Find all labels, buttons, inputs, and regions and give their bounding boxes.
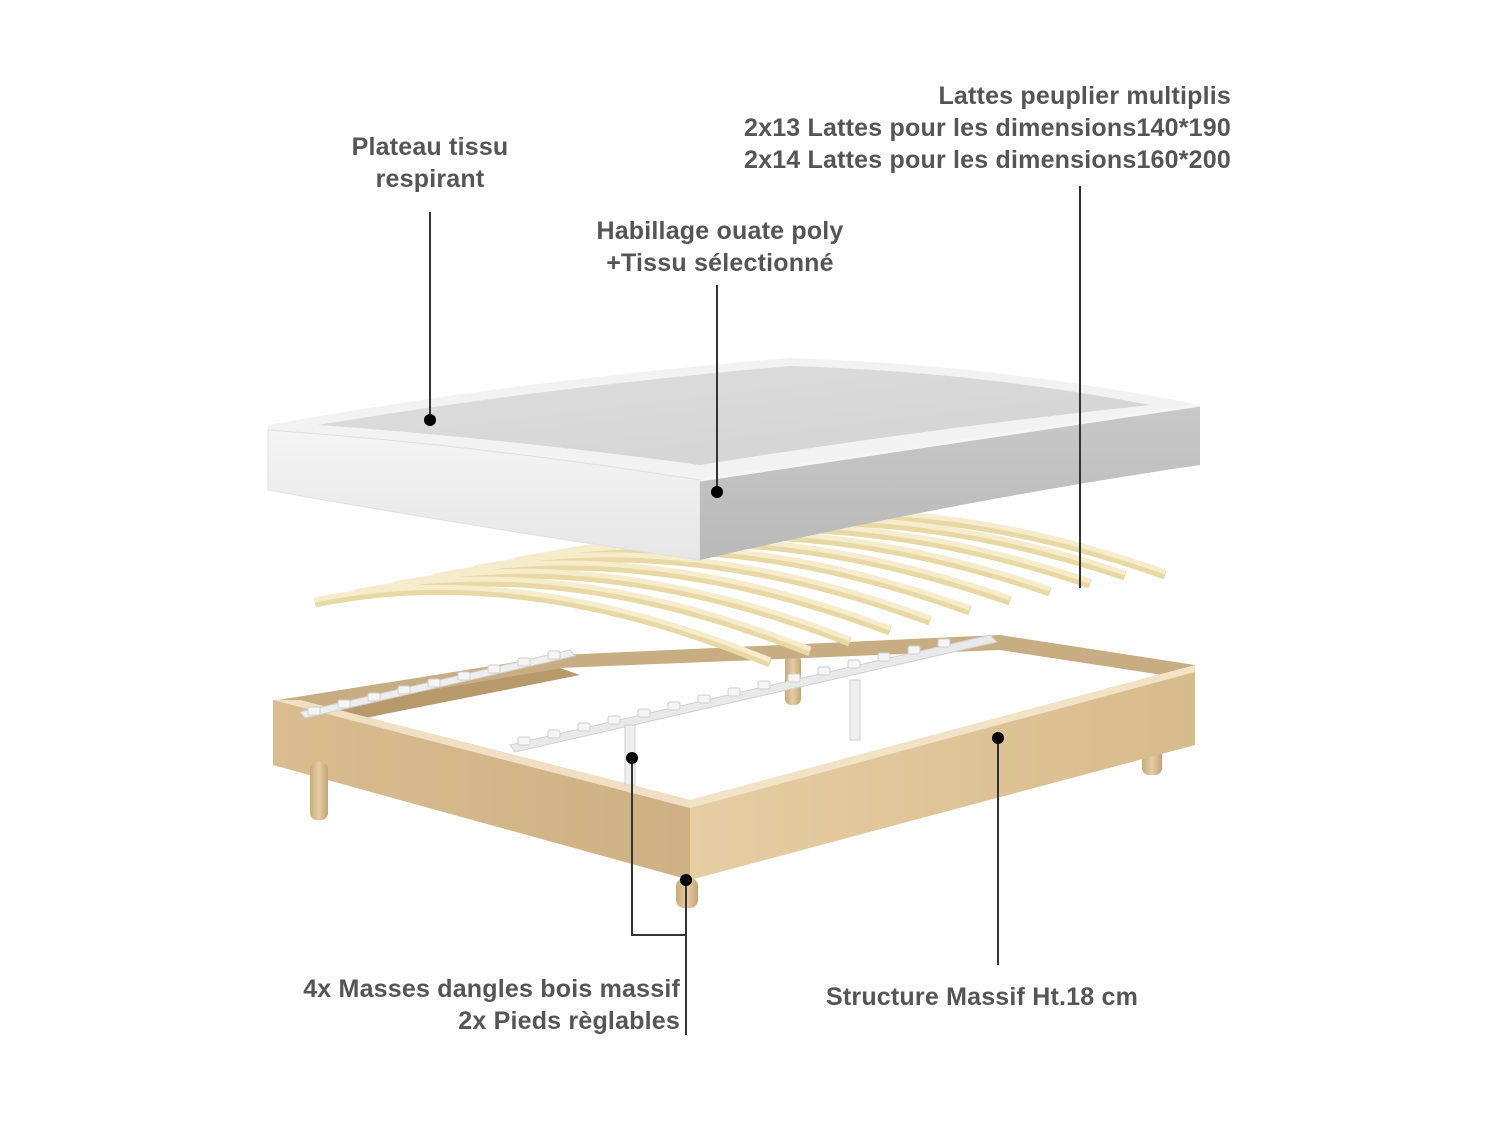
label-structure-line1: Structure Massif Ht.18 cm [826, 983, 1139, 1011]
wooden-frame [273, 635, 1195, 908]
label-plateau: Plateau tissu respirant [330, 131, 530, 195]
label-lattes-line3: 2x14 Lattes pour les dimensions160*200 [744, 146, 1231, 174]
label-habillage-line2: +Tissu sélectionné [606, 249, 834, 277]
label-lattes-line2: 2x13 Lattes pour les dimensions140*190 [744, 114, 1231, 142]
label-plateau-line1: Plateau tissu [351, 133, 509, 161]
label-masses-line1: 4x Masses dangles bois massif [303, 975, 680, 1003]
label-habillage: Habillage ouate poly +Tissu sélectionné [570, 215, 870, 279]
callout-dots [424, 414, 1004, 886]
wooden-slats [314, 509, 1167, 668]
label-lattes: Lattes peuplier multiplis 2x13 Lattes po… [744, 80, 1231, 176]
leader-lines [429, 186, 1081, 1035]
label-habillage-line1: Habillage ouate poly [596, 217, 844, 245]
label-structure: Structure Massif Ht.18 cm [826, 981, 1138, 1013]
fabric-plateau [267, 358, 1201, 561]
plateau-dot [424, 414, 436, 426]
metal-leg-dot [626, 752, 638, 764]
wood-leg-dot [680, 874, 692, 886]
label-plateau-line2: respirant [375, 165, 485, 193]
structure-dot [992, 732, 1004, 744]
label-masses-line2: 2x Pieds règlables [458, 1007, 680, 1035]
label-lattes-line1: Lattes peuplier multiplis [938, 82, 1231, 110]
label-masses: 4x Masses dangles bois massif 2x Pieds r… [303, 973, 680, 1037]
habillage-dot [711, 486, 723, 498]
